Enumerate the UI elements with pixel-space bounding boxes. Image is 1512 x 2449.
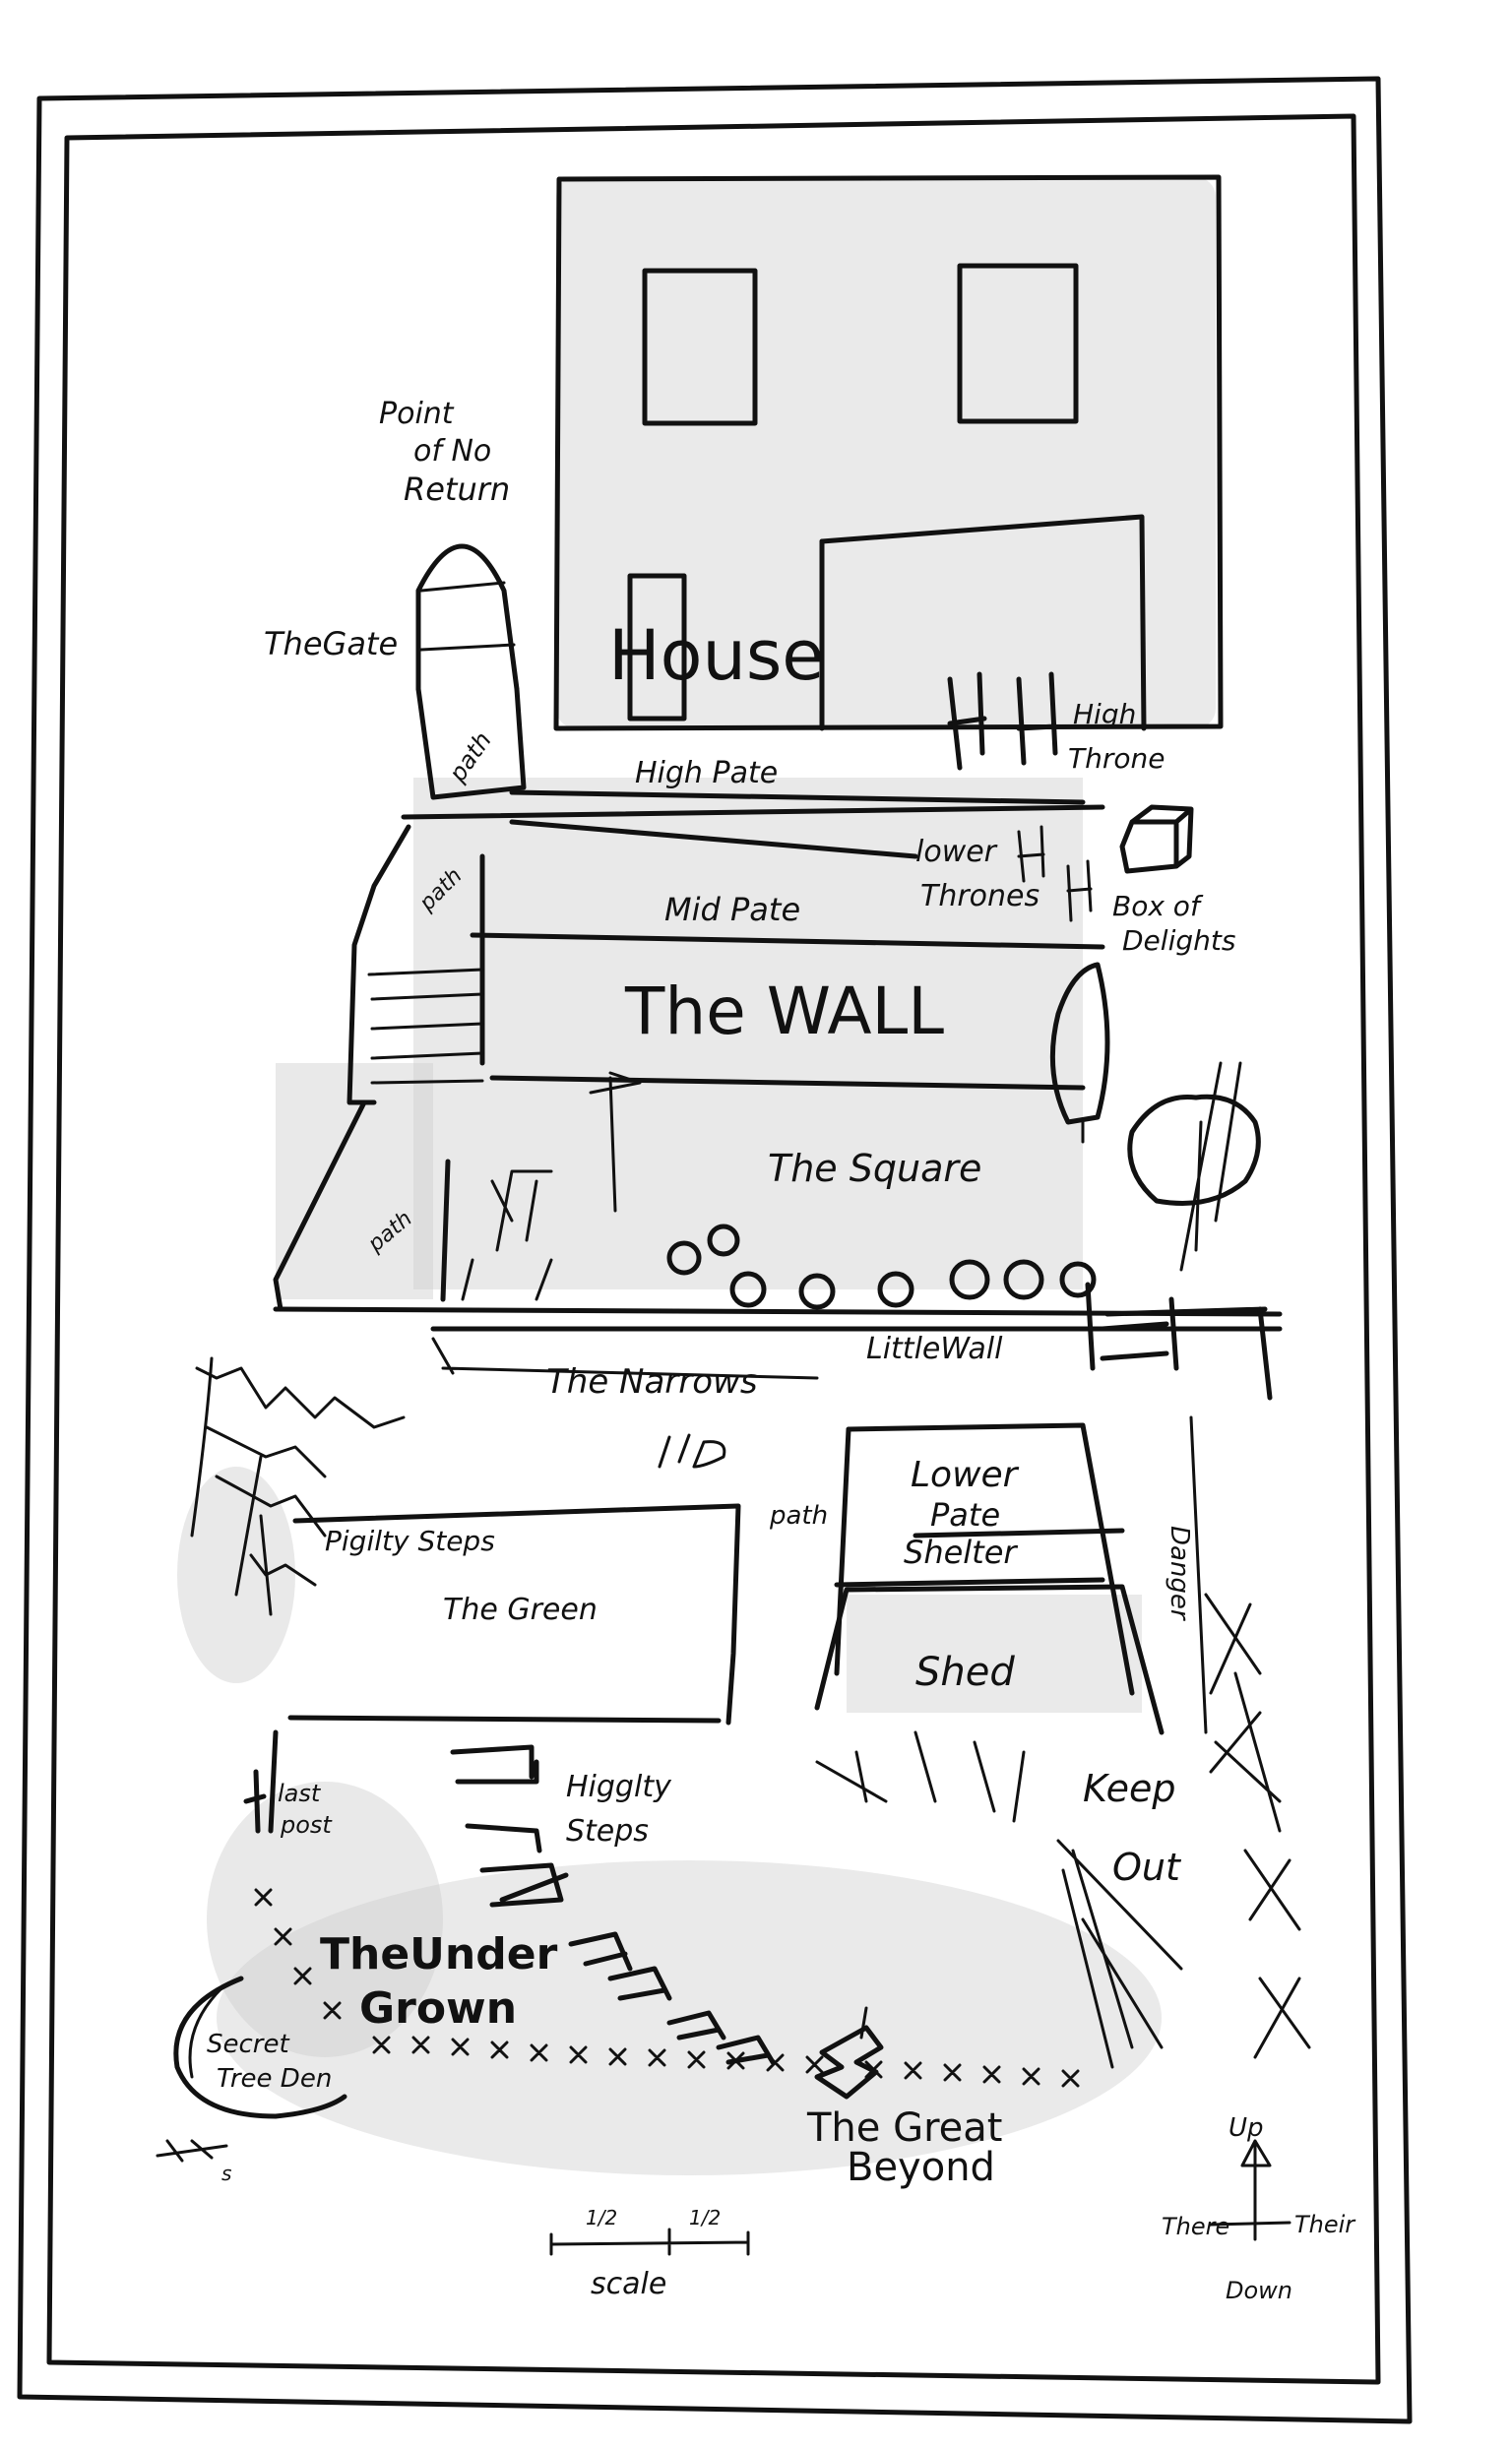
narrows-line xyxy=(431,1337,819,1380)
svg-text:s: s xyxy=(221,2162,231,2185)
point-of-no-return-label: Point of No Return xyxy=(379,397,510,508)
pigilty-steps-label: Pigilty Steps xyxy=(325,1525,495,1557)
pigilty-steps xyxy=(190,1356,406,1616)
watercolor-wash xyxy=(177,177,1216,2175)
compass-down-label: Down xyxy=(1226,2277,1292,2304)
secret-tree-den-label-1: Secret xyxy=(207,2030,289,2059)
terraces xyxy=(273,789,1283,1332)
scale-bar xyxy=(549,2228,750,2256)
map-border xyxy=(17,76,1413,2424)
box-of-delights-label-1: Box of xyxy=(1112,890,1204,922)
the-square-label: The Square xyxy=(768,1147,981,1190)
shed xyxy=(814,1584,1165,1735)
scale-half-left-label: 1/2 xyxy=(586,2206,617,2229)
lower-pate-label-1: Lower xyxy=(911,1455,1020,1495)
last-post-label-2: post xyxy=(280,1811,333,1839)
lower-thrones-label-1: lower xyxy=(915,835,998,869)
svg-text:Danger: Danger xyxy=(1165,1526,1194,1622)
the-great-beyond-label-1: The Great xyxy=(806,2105,1002,2151)
compass-icon xyxy=(1209,2139,1292,2241)
the-green-label: The Green xyxy=(443,1593,598,1627)
the-great-beyond-label-2: Beyond xyxy=(847,2145,995,2190)
the-gate xyxy=(415,543,527,800)
house-garage-door xyxy=(819,514,1147,731)
house-window-right xyxy=(957,263,1079,424)
shelter xyxy=(834,1422,1135,1696)
higglety-steps-label-1: Higglty xyxy=(566,1770,672,1804)
house-label: House xyxy=(608,615,824,696)
high-throne-label-2: Throne xyxy=(1068,742,1165,775)
the-narrows-label: The Narrows xyxy=(546,1362,758,1402)
keep-out-label-1: Keep xyxy=(1083,1767,1175,1810)
danger-fence xyxy=(1189,1415,1311,2059)
svg-text:Return: Return xyxy=(404,471,510,508)
green-grass xyxy=(658,1433,726,1469)
square-stones xyxy=(666,1224,1097,1310)
scale-half-right-label: 1/2 xyxy=(689,2206,721,2229)
the-under-grown-label-1: TheUnder xyxy=(320,1929,558,1979)
vertical-path-label: path xyxy=(769,1501,828,1531)
lower-thrones-label-2: Thrones xyxy=(920,879,1040,913)
high-pate-label: High Pate xyxy=(635,756,778,790)
secret-tree-den xyxy=(173,1976,347,2119)
little-wall-label: LittleWall xyxy=(866,1332,1003,1366)
compass-left-label: There xyxy=(1162,2213,1229,2240)
high-throne xyxy=(947,671,1058,771)
secret-tree-den-label-2: Tree Den xyxy=(217,2064,332,2094)
higglety-steps-label-2: Steps xyxy=(566,1814,649,1849)
svg-text:path: path xyxy=(769,1501,828,1531)
svg-text:of No: of No xyxy=(413,434,491,469)
house xyxy=(553,174,1224,731)
compass-right-label: Their xyxy=(1294,2211,1356,2238)
the-wall-label: The WALL xyxy=(624,973,944,1049)
bush xyxy=(1127,1061,1261,1272)
little-wall xyxy=(1085,1282,1273,1401)
down-arrow-icon xyxy=(814,2006,884,2100)
lower-pate-label-2: Pate xyxy=(930,1496,1000,1534)
last-post xyxy=(243,1729,279,1834)
the-green xyxy=(287,1503,741,1726)
shelter-label: Shelter xyxy=(904,1534,1018,1571)
the-gate-label: TheGate xyxy=(264,625,398,662)
last-post-label-1: last xyxy=(278,1780,322,1807)
scribble-note: s xyxy=(156,2139,231,2185)
box-of-delights-label-2: Delights xyxy=(1122,924,1235,957)
keep-out-label-2: Out xyxy=(1112,1846,1182,1889)
box-of-delights xyxy=(1119,804,1194,874)
square-grass xyxy=(461,1071,642,1301)
mid-pate-label: Mid Pate xyxy=(664,891,800,928)
high-throne-label-1: High xyxy=(1073,698,1136,730)
house-door xyxy=(627,573,687,722)
the-under-grown-label-2: Grown xyxy=(359,1983,517,2034)
keep-out-brush xyxy=(815,1730,1183,2069)
danger-label: Danger xyxy=(1165,1526,1194,1622)
tree xyxy=(1049,962,1110,1144)
shed-label: Shed xyxy=(915,1650,1015,1695)
compass-up-label: Up xyxy=(1228,2113,1264,2143)
svg-text:Point: Point xyxy=(379,397,455,431)
scale-label: scale xyxy=(591,2267,666,2301)
house-window-left xyxy=(642,268,758,426)
lower-thrones xyxy=(1017,825,1093,922)
